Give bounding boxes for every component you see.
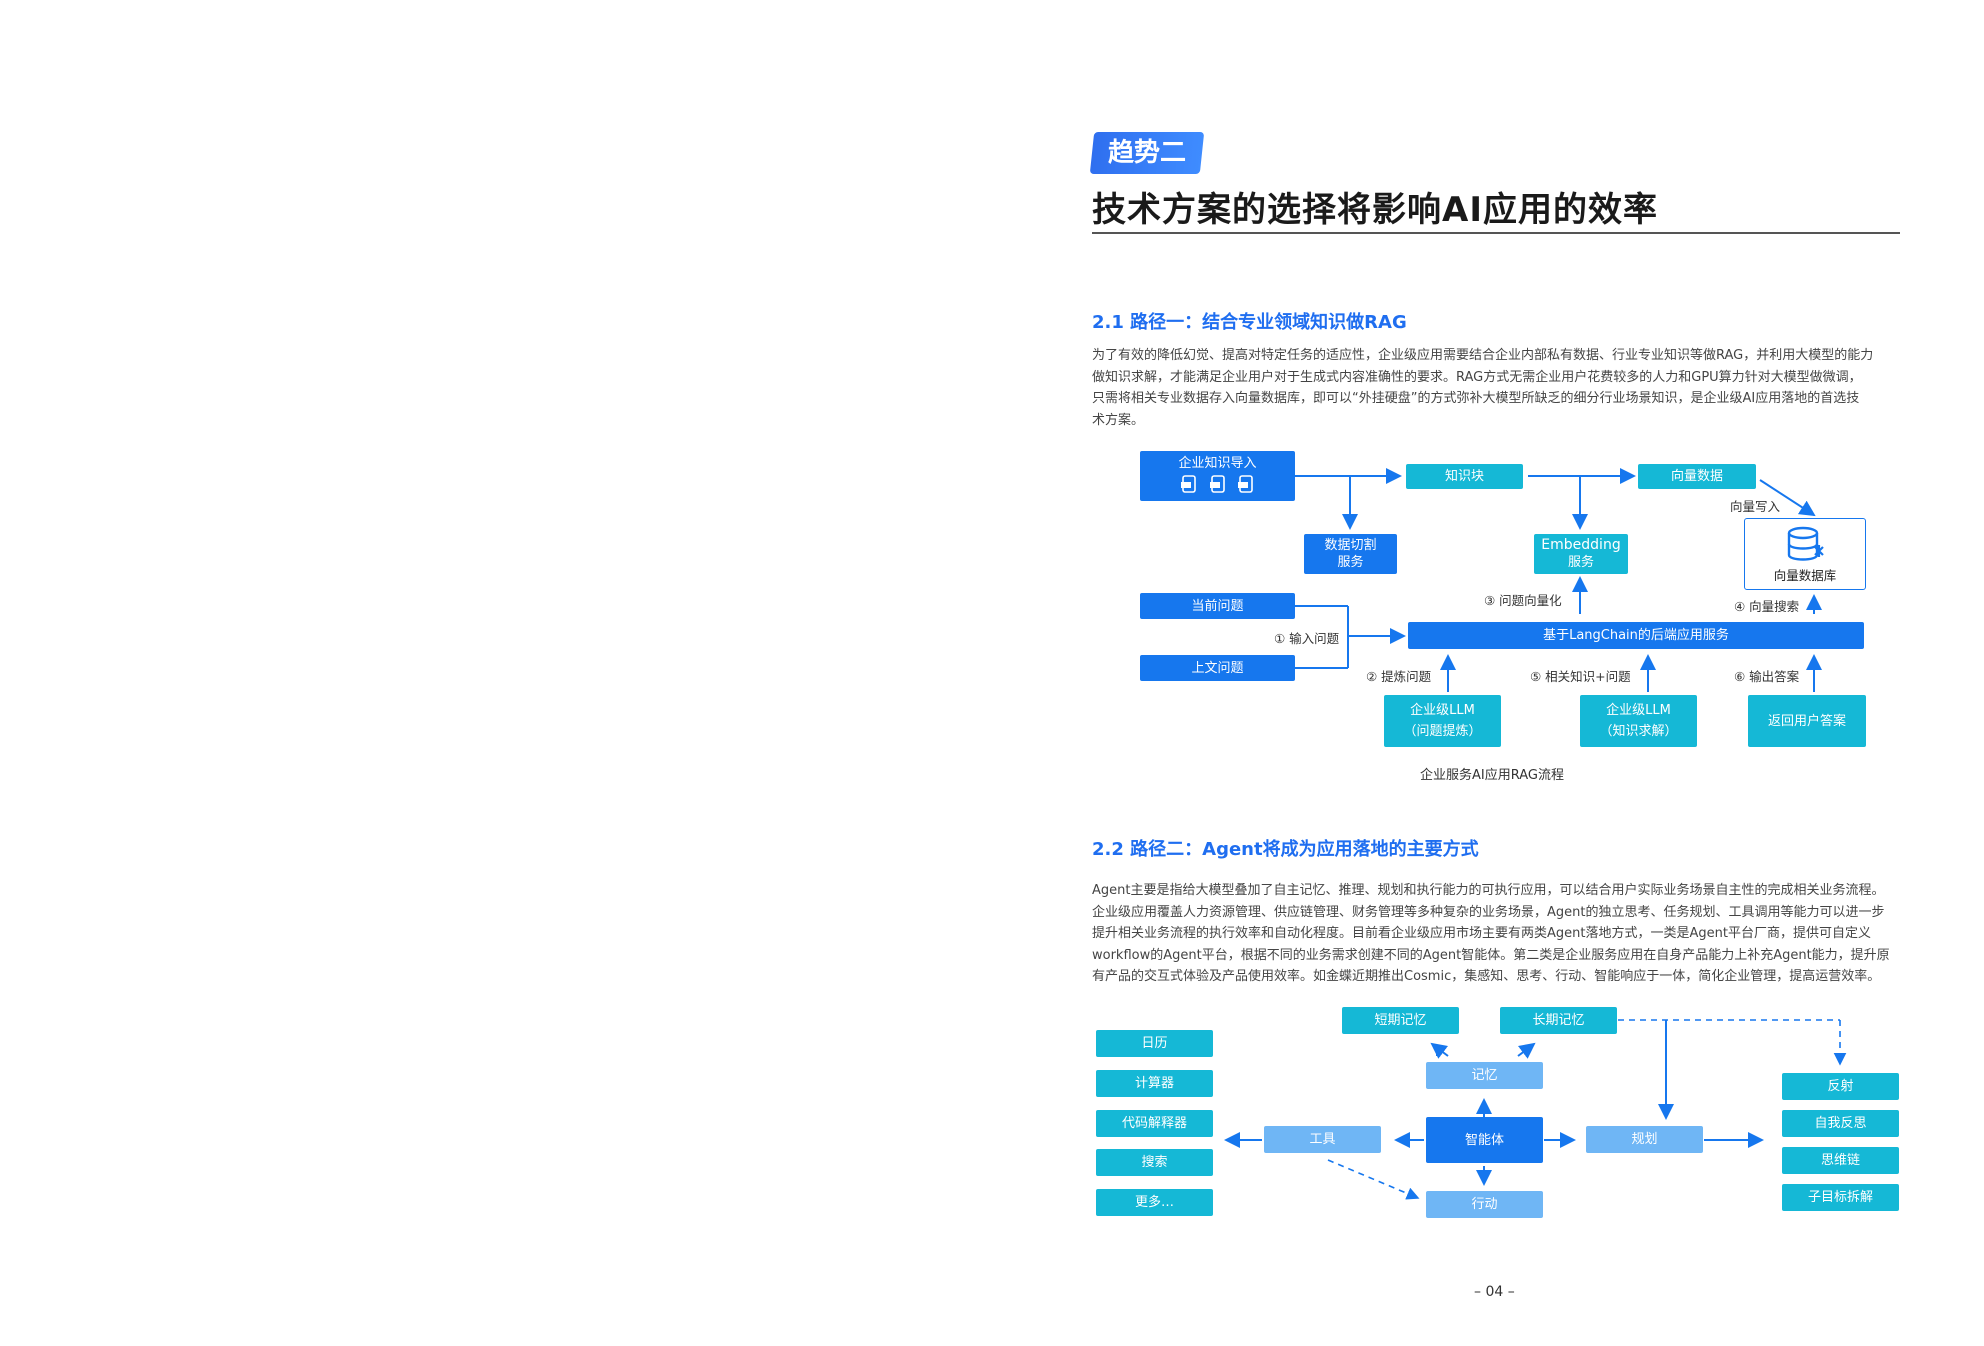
- plan-subgoal-box: 子目标拆解: [1782, 1184, 1899, 1211]
- paragraph-line: 提升相关业务流程的执行效率和自动化程度。目前看企业级应用市场主要有两类Agent…: [1092, 926, 1871, 942]
- tool-box: 工具: [1264, 1126, 1381, 1153]
- llm-solve-box: 企业级LLM （知识求解）: [1580, 695, 1697, 747]
- page-title: 技术方案的选择将影响AI应用的效率: [1092, 190, 1658, 230]
- current-question-box: 当前问题: [1140, 593, 1295, 619]
- memory-box: 记忆: [1426, 1062, 1543, 1089]
- vector-data-box: 向量数据: [1638, 464, 1756, 489]
- document-icon: [1181, 474, 1197, 493]
- vector-write-label: 向量写入: [1730, 499, 1781, 514]
- paragraph-line: 为了有效的降低幻觉、提高对特定任务的适应性，企业级应用需要结合企业内部私有数据、…: [1092, 348, 1874, 363]
- section2-title: 2.2 路径二：Agent将成为应用落地的主要方式: [1092, 839, 1479, 860]
- related-knowledge-label: ⑤ 相关知识+问题: [1530, 669, 1631, 684]
- llm-refine-box: 企业级LLM （问题提炼）: [1384, 695, 1501, 747]
- box-line: 服务: [1567, 555, 1594, 570]
- box-line: 服务: [1337, 555, 1364, 570]
- rag-diagram-caption: 企业服务AI应用RAG流程: [1420, 768, 1564, 783]
- output-answer-label: ⑥ 输出答案: [1734, 669, 1800, 684]
- knowledge-import-label: 企业知识导入: [1178, 455, 1257, 471]
- tool-search-box: 搜索: [1096, 1149, 1213, 1176]
- knowledge-import-box: 企业知识导入: [1140, 451, 1295, 501]
- embedding-service-box: Embedding 服务: [1534, 534, 1628, 574]
- tool-calendar-box: 日历: [1096, 1030, 1213, 1057]
- paragraph-line: 有产品的交互式体验及产品使用效率。如金蝶近期推出Cosmic，集感知、思考、行动…: [1092, 969, 1881, 985]
- knowledge-chunk-box: 知识块: [1406, 464, 1523, 489]
- long-term-memory-box: 长期记忆: [1500, 1007, 1617, 1034]
- action-box: 行动: [1426, 1191, 1543, 1218]
- plan-self-reflection-box: 自我反思: [1782, 1110, 1899, 1137]
- context-question-box: 上文问题: [1140, 655, 1295, 681]
- title-divider: [1092, 232, 1900, 234]
- box-line: （知识求解）: [1599, 724, 1678, 739]
- paragraph-line: 术方案。: [1092, 412, 1145, 428]
- plan-reflection-box: 反射: [1782, 1073, 1899, 1100]
- input-question-label: ① 输入问题: [1274, 631, 1340, 646]
- page-number: – 04 –: [1474, 1284, 1515, 1300]
- question-vectorize-label: ③ 问题向量化: [1484, 593, 1562, 608]
- box-line: （问题提炼）: [1403, 724, 1482, 739]
- data-split-service-box: 数据切割 服务: [1304, 534, 1397, 574]
- tool-more-box: 更多…: [1096, 1189, 1213, 1216]
- paragraph-line: workflow的Agent平台，根据不同的业务需求创建不同的Agent智能体。…: [1092, 947, 1890, 963]
- agent-box: 智能体: [1426, 1117, 1543, 1163]
- section1-paragraph: 为了有效的降低幻觉、提高对特定任务的适应性，企业级应用需要结合企业内部私有数据、…: [1092, 345, 1900, 431]
- short-term-memory-box: 短期记忆: [1342, 1007, 1459, 1034]
- box-line: 数据切割: [1324, 538, 1377, 553]
- vector-search-label: ④ 向量搜索: [1734, 599, 1800, 614]
- section2-paragraph: Agent主要是指给大模型叠加了自主记忆、推理、规划和执行能力的可执行应用，可以…: [1092, 880, 1900, 988]
- vector-database-label: 向量数据库: [1773, 567, 1837, 583]
- tool-calculator-box: 计算器: [1096, 1070, 1213, 1097]
- document-icon: [1209, 474, 1225, 493]
- box-line: 企业级LLM: [1410, 703, 1475, 718]
- planning-box: 规划: [1586, 1126, 1703, 1153]
- section1-title: 2.1 路径一：结合专业领域知识做RAG: [1092, 312, 1407, 333]
- plan-chain-of-thought-box: 思维链: [1782, 1147, 1899, 1174]
- paragraph-line: 做知识求解，才能满足企业用户对于生成式内容准确性的要求。RAG方式无需企业用户花…: [1092, 369, 1862, 385]
- return-answer-box: 返回用户答案: [1748, 695, 1866, 747]
- vector-database-box: 向量数据库: [1744, 518, 1866, 590]
- box-line: Embedding: [1541, 537, 1621, 553]
- paragraph-line: 企业级应用覆盖人力资源管理、供应链管理、财务管理等多种复杂的业务场景，Agent…: [1092, 904, 1885, 920]
- database-icon: [1787, 526, 1824, 561]
- langchain-backend-box: 基于LangChain的后端应用服务: [1408, 622, 1864, 649]
- document-icon: [1237, 474, 1253, 493]
- paragraph-line: 只需将相关专业数据存入向量数据库，即可以“外挂硬盘”的方式弥补大模型所缺乏的细分…: [1092, 391, 1860, 407]
- box-line: 企业级LLM: [1606, 703, 1671, 718]
- refine-question-label: ② 提炼问题: [1366, 669, 1432, 684]
- paragraph-line: Agent主要是指给大模型叠加了自主记忆、推理、规划和执行能力的可执行应用，可以…: [1092, 883, 1885, 898]
- tool-code-interpreter-box: 代码解释器: [1096, 1110, 1213, 1137]
